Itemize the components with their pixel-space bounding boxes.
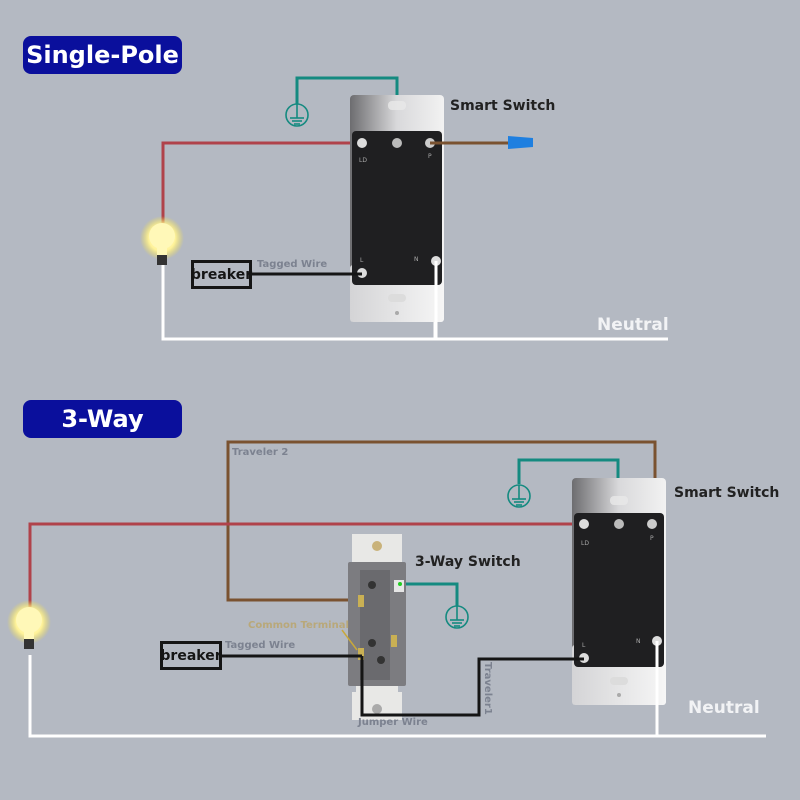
common-terminal-pointer	[341, 629, 358, 651]
ground-icon-2	[507, 484, 531, 508]
smart-switch-label-2: Smart Switch	[674, 485, 780, 501]
neutral-wire-1	[161, 265, 668, 341]
ground-icon-3	[445, 605, 469, 629]
svg-text:LD: LD	[359, 157, 367, 164]
svg-text:LD: LD	[581, 540, 589, 547]
single-pole-title: Single-Pole	[23, 36, 182, 74]
smart-switch-1: LD P L N	[350, 95, 444, 322]
neutral-label-1: Neutral	[597, 315, 669, 335]
smart-switch-2: LD P L N	[572, 478, 666, 705]
tagged-wire-label-1: Tagged Wire	[257, 259, 328, 270]
svg-text:N: N	[414, 256, 419, 263]
tagged-wire-label-2: Tagged Wire	[225, 640, 296, 651]
ground-icon-1	[285, 103, 309, 127]
load-wire-1	[161, 141, 360, 225]
ground-wire-3	[400, 582, 459, 606]
traveler-2-wire	[226, 440, 657, 602]
common-terminal-label: Common Terminal	[248, 620, 349, 631]
neutral-label-2: Neutral	[688, 698, 760, 718]
svg-text:P: P	[650, 535, 654, 542]
jumper-wire-label: Jumper Wire	[358, 717, 428, 728]
three-way-switch	[348, 534, 406, 720]
three-way-title: 3-Way	[23, 400, 182, 438]
smart-switch-label-1: Smart Switch	[450, 98, 556, 114]
svg-text:P: P	[428, 153, 432, 160]
traveler-1-label: Traveler1	[482, 662, 493, 715]
light-bulb-icon-1	[140, 216, 184, 265]
svg-text:L: L	[360, 257, 364, 264]
breaker-box-1: breaker	[191, 260, 252, 289]
light-bulb-icon-2	[7, 600, 51, 649]
breaker-box-2: breaker	[160, 641, 222, 670]
wire-nut-icon	[508, 136, 533, 149]
load-wire-2	[28, 522, 583, 610]
three-way-switch-label: 3-Way Switch	[415, 554, 521, 570]
neutral-wire-2	[28, 655, 766, 738]
jumper-traveler1-wire	[360, 656, 584, 717]
svg-text:L: L	[582, 642, 586, 649]
svg-text:N: N	[636, 638, 641, 645]
traveler-2-label: Traveler 2	[232, 447, 289, 458]
